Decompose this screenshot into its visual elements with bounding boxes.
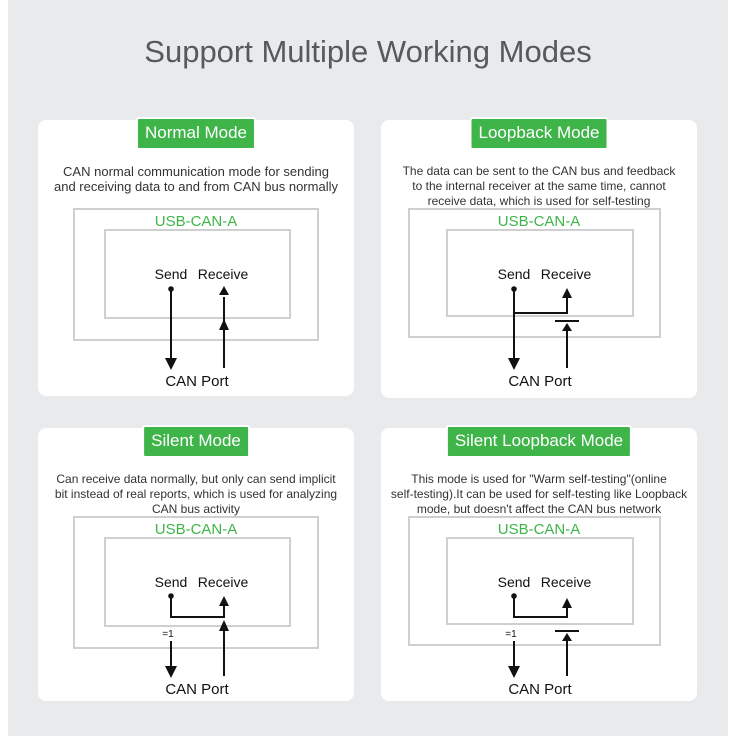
gate-label: =1: [162, 629, 174, 640]
device-label: USB-CAN-A: [498, 521, 581, 538]
mode-diagram: USB-CAN-A Send Receive CAN Port: [408, 208, 661, 390]
send-label: Send: [498, 266, 531, 282]
card-title-badge: Silent Mode: [142, 425, 250, 458]
loopback-mode-card: Loopback Mode The data can be sent to th…: [381, 117, 697, 398]
card-title-badge: Normal Mode: [135, 117, 257, 150]
desc-line: receive data, which is used for self-tes…: [427, 194, 651, 208]
mode-diagram: USB-CAN-A Send Receive =1 CAN Port: [73, 516, 319, 698]
desc-line: The data can be sent to the CAN bus and …: [402, 164, 676, 178]
receive-label: Receive: [541, 266, 592, 282]
card-description: Can receive data normally, but only can …: [44, 472, 348, 517]
card-title-badge: Loopback Mode: [469, 117, 609, 150]
send-loop-line: [511, 593, 568, 618]
mode-diagram: USB-CAN-A Send Receive CAN Port: [73, 208, 319, 390]
send-arrowhead: [508, 358, 520, 370]
can-port-label: CAN Port: [508, 373, 572, 390]
desc-line: mode, but doesn't affect the CAN bus net…: [416, 502, 662, 516]
mode-diagram: USB-CAN-A Send Receive =1 CAN Port: [408, 516, 661, 698]
desc-line: This mode is used for "Warm self-testing…: [411, 472, 667, 486]
device-outer-box: [73, 516, 319, 649]
desc-line: CAN bus activity: [151, 502, 241, 516]
device-label: USB-CAN-A: [155, 213, 238, 230]
can-port-label: CAN Port: [165, 681, 229, 698]
loop-arrowhead: [219, 596, 229, 606]
card-title-badge: Silent Loopback Mode: [445, 425, 633, 458]
blocked-receive-line: [555, 320, 579, 368]
loop-arrowhead: [562, 598, 572, 608]
send-label: Send: [498, 574, 531, 590]
device-label: USB-CAN-A: [155, 521, 238, 538]
send-label: Send: [155, 266, 188, 282]
receive-arrowhead-2: [219, 319, 229, 330]
loopback-arrowhead: [562, 288, 572, 298]
desc-line: to the internal receiver at the same tim…: [412, 179, 666, 193]
card-description: The data can be sent to the CAN bus and …: [387, 164, 691, 209]
normal-mode-card: Normal Mode CAN normal communication mod…: [38, 117, 354, 396]
receive-label: Receive: [541, 574, 592, 590]
can-port-label: CAN Port: [165, 373, 229, 390]
blocked-arrowhead: [562, 633, 572, 641]
desc-line: self-testing).It can be used for self-te…: [390, 487, 688, 501]
send-loop-line: [168, 593, 225, 618]
gate-label: =1: [505, 629, 517, 640]
device-label: USB-CAN-A: [498, 213, 581, 230]
device-inner-box: [104, 229, 291, 319]
receive-label: Receive: [198, 266, 249, 282]
blocked-receive-line: [555, 630, 579, 676]
device-outer-box: [73, 208, 319, 341]
desc-line: CAN normal communication mode for sendin…: [63, 164, 329, 179]
desc-line: Can receive data normally, but only can …: [56, 472, 336, 486]
desc-line: and receiving data to and from CAN bus n…: [54, 179, 338, 194]
card-description: This mode is used for "Warm self-testing…: [387, 472, 691, 517]
silent-mode-card: Silent Mode Can receive data normally, b…: [38, 425, 354, 701]
device-inner-box: [446, 229, 634, 317]
receive-label: Receive: [198, 574, 249, 590]
send-line: [511, 286, 517, 359]
receive-arrowhead: [219, 286, 229, 295]
desc-line: bit instead of real reports, which is us…: [54, 487, 338, 501]
device-inner-box: [446, 537, 634, 625]
device-inner-box: [104, 537, 291, 627]
page-title: Support Multiple Working Modes: [144, 34, 592, 69]
receive-arrowhead: [219, 620, 229, 631]
device-outer-box: [408, 516, 661, 646]
send-label: Send: [155, 574, 188, 590]
blocked-arrowhead: [562, 323, 572, 331]
send-arrowhead: [508, 666, 520, 678]
silent-loopback-mode-card: Silent Loopback Mode This mode is used f…: [381, 425, 697, 701]
send-line: [168, 286, 174, 359]
can-port-label: CAN Port: [508, 681, 572, 698]
send-arrowhead: [165, 358, 177, 370]
send-arrowhead: [165, 666, 177, 678]
loopback-line: [514, 298, 568, 314]
device-outer-box: [408, 208, 661, 338]
card-description: CAN normal communication mode for sendin…: [44, 164, 348, 194]
